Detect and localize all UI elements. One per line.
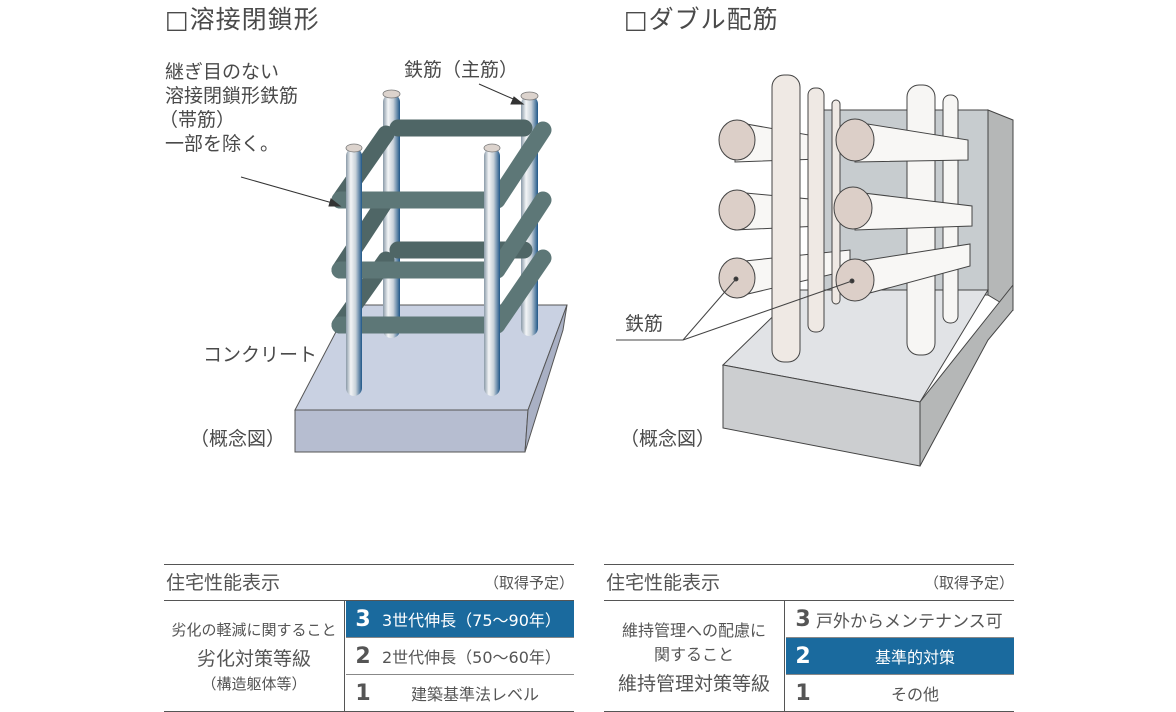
table-header-rule [164,600,574,601]
grade-number: 1 [795,680,811,706]
category-line-2: 関すること [653,644,734,664]
category-line-3: （構造躯体等） [201,674,307,693]
rebar-annotation: 鉄筋 [625,313,664,335]
left-figure-title: □溶接閉鎖形 [165,5,320,34]
concrete-annotation: コンクリート [203,344,318,366]
hoop-annotation-line-3: （帯筋） [159,109,236,131]
right-figure-title: □ダブル配筋 [624,5,779,34]
table-note: （取得予定） [923,574,1014,592]
grade-row-3: 3 3世代伸長（75〜90年） [346,601,574,637]
main-rebar-annotation: 鉄筋（主筋） [404,59,519,81]
row-separator [786,637,1014,638]
category-line-2: 劣化対策等級 [196,647,311,670]
performance-table-maintenance: 住宅性能表示 （取得予定） 維持管理への配慮に 関すること 維持管理対策等級 3… [604,564,1014,712]
right-figure-caption: （概念図） [620,428,716,450]
grade-label: 戸外からメンテナンス可 [816,611,1003,632]
table-header: 住宅性能表示 [606,572,721,594]
hoop-annotation: 継ぎ目のない 溶接閉鎖形鉄筋 （帯筋） 一部を除く。 [159,60,299,156]
grade-number: 3 [795,606,811,632]
grade-label: 基準的対策 [874,648,955,667]
row-separator [346,637,574,638]
grade-row-2: 2 2世代伸長（50〜60年） [346,638,574,674]
category-line-1: 劣化の軽減に関すること [171,620,337,639]
category-line-1: 維持管理への配慮に [621,620,766,640]
table-header-rule [604,600,1014,601]
hoop-annotation-line-4: 一部を除く。 [165,133,280,155]
grade-number: 1 [355,680,371,706]
grade-label: 2世代伸長（50〜60年） [382,648,561,667]
performance-table-deterioration: 住宅性能表示 （取得予定） 劣化の軽減に関すること 劣化対策等級 （構造躯体等）… [164,564,574,712]
table-note: （取得予定） [483,574,574,592]
double-reinforcement-diagram [616,74,1014,467]
table-divider [344,600,345,712]
table-divider [784,600,785,712]
grade-label: 3世代伸長（75〜90年） [382,611,561,630]
table-top-rule [164,564,574,565]
grade-number: 2 [795,643,811,669]
grade-label: 建築基準法レベル [410,685,539,704]
grade-row-1: 1 建築基準法レベル [346,675,574,711]
hoop-annotation-line-1: 継ぎ目のない [165,61,280,83]
grade-label: その他 [890,685,939,704]
category-line-3: 維持管理対策等級 [617,672,770,695]
grade-row-3: 3 戸外からメンテナンス可 [786,601,1014,637]
table-category: 劣化の軽減に関すること 劣化対策等級 （構造躯体等） [164,600,344,712]
grade-number: 3 [355,606,371,632]
main-rebar-front [345,143,501,396]
table-header: 住宅性能表示 [166,572,281,594]
table-category: 維持管理への配慮に 関すること 維持管理対策等級 [604,600,784,712]
left-figure-caption: （概念図） [190,428,286,450]
grade-number: 2 [355,643,371,669]
row-separator [346,674,574,675]
leader-lines-left [240,83,525,207]
table-top-rule [604,564,1014,565]
hoop-annotation-line-2: 溶接閉鎖形鉄筋 [165,85,299,107]
row-separator [786,674,1014,675]
grade-row-1: 1 その他 [786,675,1014,711]
hoop-rebars [331,119,552,334]
grade-row-2: 2 基準的対策 [786,638,1014,674]
